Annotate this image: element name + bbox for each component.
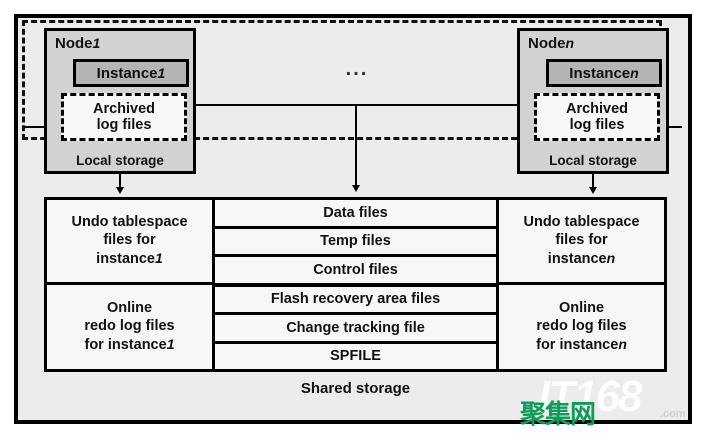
temp-files-cell[interactable]: Temp files — [215, 228, 496, 257]
flash-recovery-area-files-cell[interactable]: Flash recovery area files — [215, 286, 496, 315]
data-files-cell[interactable]: Data files — [215, 200, 496, 229]
node-1-local-storage-label: Local storage — [76, 153, 164, 168]
node1-to-storage-arrow-icon — [116, 187, 124, 194]
interconnect-to-storage-line — [355, 104, 357, 186]
noden-to-storage-line — [592, 174, 594, 189]
online-redo-log-instancen-cell[interactable]: Online redo log files for instancen — [499, 284, 664, 369]
node-1-archived-line-2: log files — [96, 117, 152, 133]
undo-tablespace-instance1-cell[interactable]: Undo tablespace files for instance1 — [47, 200, 212, 285]
cell-line-1: Online — [106, 300, 153, 317]
cell-line-2: files for — [555, 232, 608, 249]
node-n-archived-log-files-box[interactable]: Archived log files — [534, 93, 660, 141]
shared-storage-table: Undo tablespace files for instance1 Onli… — [44, 197, 667, 372]
node-1-archived-log-files-box[interactable]: Archived log files — [61, 93, 187, 141]
dashed-left-stub-line — [24, 126, 46, 128]
node-n-title: Noden — [528, 35, 575, 52]
node-1-title: Node1 — [55, 35, 101, 52]
cell-line-1: Undo tablespace — [71, 214, 188, 231]
dashed-right-stub-line — [660, 126, 682, 128]
undo-tablespace-instancen-cell[interactable]: Undo tablespace files for instancen — [499, 200, 664, 285]
storage-right-column: Undo tablespace files for instancen Onli… — [496, 200, 664, 369]
cell-line-1: Online — [558, 300, 605, 317]
noden-to-storage-arrow-icon — [589, 187, 597, 194]
control-files-cell[interactable]: Control files — [215, 257, 496, 287]
node-n-archived-line-2: log files — [569, 117, 625, 133]
node-n-local-storage-label: Local storage — [549, 153, 637, 168]
node-n-archived-line-1: Archived — [565, 101, 629, 117]
cell-line-3: instancen — [547, 250, 616, 268]
storage-left-column: Undo tablespace files for instance1 Onli… — [47, 200, 215, 369]
cell-line-1: Undo tablespace — [523, 214, 640, 231]
cell-line-2: files for — [103, 232, 156, 249]
cell-line-2: redo log files — [84, 318, 175, 335]
spfile-cell[interactable]: SPFILE — [215, 343, 496, 369]
shared-storage-label: Shared storage — [300, 380, 411, 397]
change-tracking-file-cell[interactable]: Change tracking file — [215, 315, 496, 344]
node1-to-storage-line — [119, 174, 121, 189]
interconnect-to-storage-arrow-icon — [352, 185, 360, 192]
cell-line-3: instance1 — [96, 250, 163, 268]
online-redo-log-instance1-cell[interactable]: Online redo log files for instance1 — [47, 284, 212, 369]
nodes-ellipsis: ... — [345, 58, 369, 80]
cell-line-2: redo log files — [536, 318, 627, 335]
storage-middle-column: Data files Temp files Control files Flas… — [215, 200, 496, 369]
cell-line-3: for instancen — [536, 336, 627, 354]
cell-line-3: for instance1 — [84, 336, 175, 354]
node-1-archived-line-1: Archived — [92, 101, 156, 117]
interconnect-line-left — [196, 104, 521, 106]
